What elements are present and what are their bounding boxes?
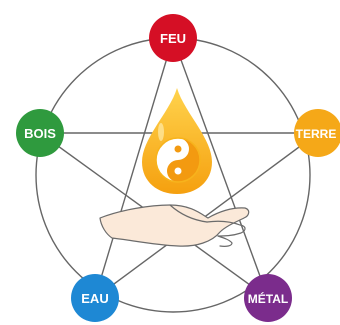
element-circle <box>244 274 292 322</box>
pentagram-line-earth-water <box>94 132 319 299</box>
open-hand-icon <box>99 204 250 247</box>
element-node-wood: BOIS <box>16 109 64 157</box>
element-circle <box>16 109 64 157</box>
pentagram-line-water-fire <box>94 37 174 299</box>
element-label-wood: BOIS <box>24 126 56 141</box>
element-label-metal: MÉTAL <box>248 291 288 306</box>
pentagram-line-fire-metal <box>172 37 269 299</box>
element-circle <box>294 109 340 157</box>
element-circle <box>149 14 197 62</box>
element-node-fire: FEU <box>149 14 197 62</box>
element-node-water: EAU <box>71 274 119 322</box>
pentagram <box>39 37 319 299</box>
element-circle <box>71 274 119 322</box>
element-label-fire: FEU <box>160 31 186 46</box>
element-node-metal: MÉTAL <box>244 274 292 322</box>
yin-yang-icon <box>155 137 201 183</box>
element-node-earth: TERRE <box>294 109 340 157</box>
element-label-earth: TERRE <box>296 127 337 141</box>
element-label-water: EAU <box>81 291 108 306</box>
